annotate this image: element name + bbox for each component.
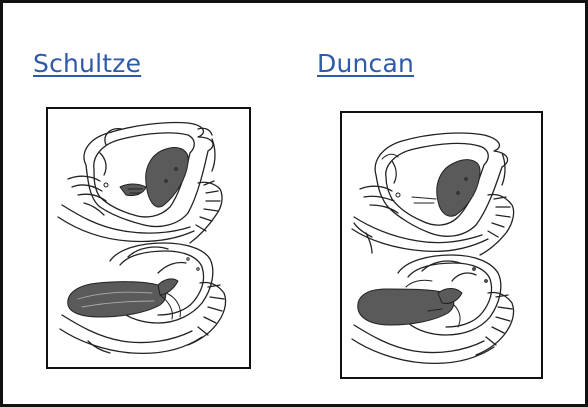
schultze-top-figure: [58, 122, 222, 243]
duncan-bottom-placenta: [358, 289, 462, 326]
duncan-drawing: [342, 113, 541, 377]
duncan-top-figure: [352, 133, 514, 255]
duncan-illustration: [340, 111, 543, 379]
schultze-top-placenta: [120, 148, 188, 207]
duncan-heading: Duncan: [317, 49, 414, 78]
schultze-drawing: [48, 109, 249, 367]
schultze-heading: Schultze: [33, 49, 141, 78]
duncan-top-placenta: [437, 160, 480, 217]
schultze-illustration: [46, 107, 251, 369]
schultze-bottom-placenta: [68, 279, 178, 317]
